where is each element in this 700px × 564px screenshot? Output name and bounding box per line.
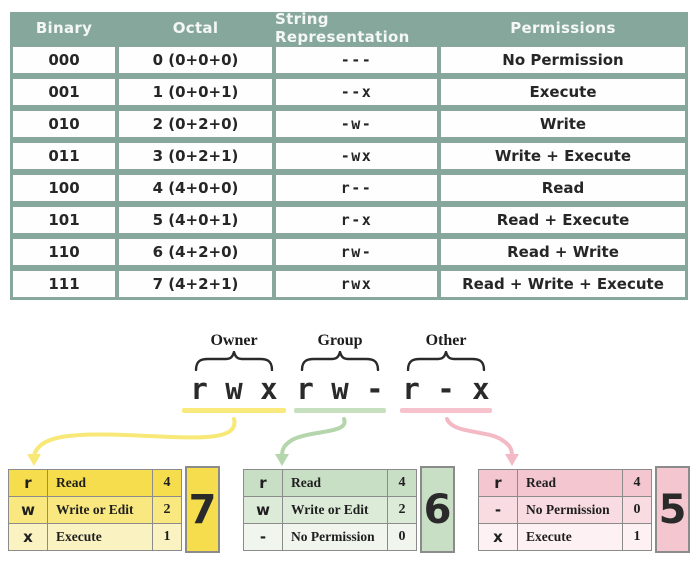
- owner-label: Owner: [210, 332, 258, 349]
- owner-brace-icon: [194, 351, 274, 371]
- label-cell: Execute: [518, 524, 622, 550]
- cell-string: -wx: [275, 142, 438, 170]
- cell-binary: 111: [12, 270, 116, 298]
- breakdown-arrows: [27, 417, 519, 466]
- symbol-cell: r: [244, 470, 282, 496]
- cell-binary: 011: [12, 142, 116, 170]
- other-arrow: [445, 417, 514, 458]
- cell-binary: 010: [12, 110, 116, 138]
- owner-total: 7: [185, 466, 220, 553]
- label-cell: Read: [48, 470, 152, 496]
- cell-string: r--: [275, 174, 438, 202]
- value-cell: 1: [153, 524, 181, 550]
- owner-arrow: [32, 417, 237, 458]
- header-string-representation: String Representation: [275, 10, 438, 46]
- cell-octal: 2 (0+2+0): [118, 110, 273, 138]
- cell-string: --x: [275, 78, 438, 106]
- cell-string: -w-: [275, 110, 438, 138]
- cell-permission: No Permission: [440, 46, 686, 74]
- symbol-cell: w: [9, 497, 47, 523]
- symbol-cell: x: [9, 524, 47, 550]
- cell-binary: 101: [12, 206, 116, 234]
- label-cell: No Permission: [518, 497, 622, 523]
- other-group-block: Other r - x: [400, 331, 492, 413]
- value-cell: 2: [388, 497, 416, 523]
- cell-string: r-x: [275, 206, 438, 234]
- cell-binary: 110: [12, 238, 116, 266]
- group-group-block: Group r w -: [294, 331, 386, 413]
- cell-octal: 7 (4+2+1): [118, 270, 273, 298]
- cell-octal: 4 (4+0+0): [118, 174, 273, 202]
- value-cell: 0: [623, 497, 651, 523]
- cell-octal: 6 (4+2+0): [118, 238, 273, 266]
- value-cell: 2: [153, 497, 181, 523]
- other-underline: [400, 408, 492, 413]
- cell-string: ---: [275, 46, 438, 74]
- cell-octal: 1 (0+0+1): [118, 78, 273, 106]
- value-cell: 4: [623, 470, 651, 496]
- owner-permission-string: r w x: [190, 372, 278, 406]
- owner-group-block: Owner r w x: [182, 331, 286, 413]
- cell-binary: 000: [12, 46, 116, 74]
- group-total: 6: [420, 466, 455, 553]
- owner-value-grid: r Read 4 w Write or Edit 2 x Execute 1: [8, 469, 182, 551]
- cell-permission: Read + Write: [440, 238, 686, 266]
- value-cell: 1: [623, 524, 651, 550]
- cell-octal: 0 (0+0+0): [118, 46, 273, 74]
- cell-string: rw-: [275, 238, 438, 266]
- group-arrow: [280, 417, 347, 458]
- symbol-cell: r: [9, 470, 47, 496]
- label-cell: Execute: [48, 524, 152, 550]
- cell-permission: Write + Execute: [440, 142, 686, 170]
- other-value-grid: r Read 4 - No Permission 0 x Execute 1: [478, 469, 652, 551]
- label-cell: Read: [283, 470, 387, 496]
- symbol-cell: w: [244, 497, 282, 523]
- group-brace-icon: [300, 351, 380, 371]
- label-cell: Write or Edit: [283, 497, 387, 523]
- group-value-table: r Read 4 w Write or Edit 2 - No Permissi…: [243, 466, 455, 553]
- other-arrowhead-icon: [505, 454, 519, 466]
- symbol-cell: -: [244, 524, 282, 550]
- group-label: Group: [317, 332, 363, 349]
- owner-value-table: r Read 4 w Write or Edit 2 x Execute 1 7: [8, 466, 220, 553]
- other-value-table: r Read 4 - No Permission 0 x Execute 1 5: [478, 466, 690, 553]
- other-total: 5: [655, 466, 690, 553]
- group-value-grid: r Read 4 w Write or Edit 2 - No Permissi…: [243, 469, 417, 551]
- value-cell: 4: [153, 470, 181, 496]
- group-arrowhead-icon: [275, 454, 289, 466]
- cell-permission: Write: [440, 110, 686, 138]
- cell-permission: Execute: [440, 78, 686, 106]
- owner-underline: [182, 408, 286, 413]
- other-brace-icon: [406, 351, 486, 371]
- cell-binary: 001: [12, 78, 116, 106]
- symbol-cell: x: [479, 524, 517, 550]
- value-cell: 0: [388, 524, 416, 550]
- value-cell: 4: [388, 470, 416, 496]
- other-label: Other: [425, 332, 467, 349]
- cell-binary: 100: [12, 174, 116, 202]
- permissions-table: Binary Octal String Representation Permi…: [10, 10, 688, 300]
- group-permission-string: r w -: [296, 372, 384, 406]
- label-cell: Write or Edit: [48, 497, 152, 523]
- symbol-cell: -: [479, 497, 517, 523]
- label-cell: No Permission: [283, 524, 387, 550]
- cell-string: rwx: [275, 270, 438, 298]
- label-cell: Read: [518, 470, 622, 496]
- cell-permission: Read + Execute: [440, 206, 686, 234]
- other-permission-string: r - x: [402, 372, 490, 406]
- cell-octal: 3 (0+2+1): [118, 142, 273, 170]
- header-permissions: Permissions: [440, 14, 686, 42]
- header-binary: Binary: [12, 14, 116, 42]
- group-underline: [294, 408, 386, 413]
- cell-octal: 5 (4+0+1): [118, 206, 273, 234]
- header-octal: Octal: [118, 14, 273, 42]
- cell-permission: Read + Write + Execute: [440, 270, 686, 298]
- symbol-cell: r: [479, 470, 517, 496]
- owner-arrowhead-icon: [27, 454, 41, 466]
- cell-permission: Read: [440, 174, 686, 202]
